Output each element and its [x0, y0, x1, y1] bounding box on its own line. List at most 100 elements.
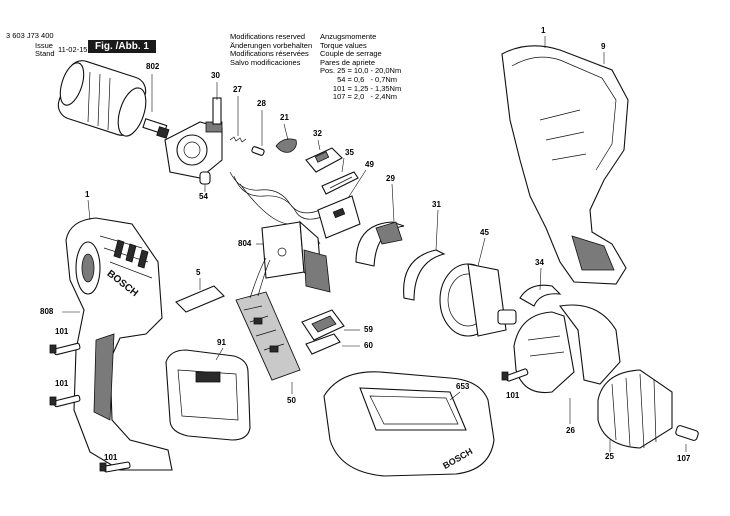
clutch-34	[519, 284, 562, 307]
callout-107: 107	[677, 454, 691, 463]
callout-101-a: 101	[55, 327, 69, 336]
callout-34: 34	[535, 258, 544, 267]
callout-35: 35	[345, 148, 354, 157]
brush-plate-30	[164, 97, 223, 179]
screw-107	[675, 425, 699, 441]
callout-60: 60	[364, 341, 373, 350]
modifications-line: Modifications reserved	[230, 32, 306, 41]
modifications-line: Modifications réservées	[230, 49, 309, 59]
torque-min: 10,0	[353, 66, 369, 76]
callout-31: 31	[432, 200, 441, 209]
callout-653: 653	[456, 382, 470, 391]
housing-left-1	[65, 217, 173, 471]
callout-54: 54	[199, 192, 208, 201]
torque-max: 2,4Nm	[374, 92, 398, 102]
callout-59: 59	[364, 325, 373, 334]
screw-101	[49, 342, 81, 356]
switch-block-804	[261, 220, 331, 293]
callout-91: 91	[217, 338, 226, 347]
torque-row: 101 = 1,25 - 1,35Nm	[320, 83, 403, 94]
callout-28: 28	[257, 99, 266, 108]
battery-91	[165, 349, 251, 441]
torque-max: 20,0Nm	[374, 66, 402, 76]
callout-804: 804	[238, 239, 252, 248]
housing-right-9	[501, 45, 629, 285]
callout-101-c: 101	[104, 453, 118, 462]
torque-pos: 107	[332, 92, 346, 102]
modifications-line: Änderungen vorbehalten	[230, 40, 313, 50]
torque-min: 2,0	[353, 92, 365, 102]
torque-row: Pos. 25 = 10,0 - 20,0Nm	[320, 67, 403, 76]
callout-1-left: 1	[85, 190, 90, 199]
callout-21: 21	[280, 113, 289, 122]
callout-27: 27	[233, 85, 242, 94]
callout-45: 45	[480, 228, 489, 237]
torque-max: 0,7Nm	[374, 74, 398, 84]
callout-49: 49	[365, 160, 374, 169]
torque-min: 0,6	[353, 74, 365, 84]
holder-59	[301, 309, 345, 341]
torque-table: Pos. 25 = 10,0 - 20,0Nm 54 = 0,6 - 0,7Nm…	[320, 67, 403, 101]
torque-min: 1,25	[353, 83, 369, 93]
modifications-line: Salvo modificaciones	[230, 57, 301, 67]
issue-label: Issue	[35, 41, 53, 50]
torque-dash: -	[370, 74, 373, 84]
callout-32: 32	[313, 129, 322, 138]
torque-row: 107 = 2,0 - 2,4Nm	[320, 93, 403, 102]
pin-28	[251, 146, 265, 156]
charger-653	[323, 371, 495, 477]
callout-808: 808	[40, 307, 54, 316]
torque-title: Anzugsmomente	[320, 32, 377, 41]
torque-title: Pares de apriete	[320, 57, 376, 67]
callout-25: 25	[605, 452, 614, 461]
spring-27	[229, 136, 247, 143]
ring-31	[403, 249, 446, 301]
ring-29	[355, 221, 405, 267]
callout-5: 5	[196, 268, 201, 277]
callout-101-b: 101	[55, 379, 69, 388]
callout-1-top: 1	[541, 26, 546, 35]
issue-date: 11-02-15	[58, 45, 88, 54]
callout-802: 802	[146, 62, 160, 71]
torque-title: Torque values	[320, 40, 367, 50]
callout-29: 29	[386, 174, 395, 183]
motor-802	[57, 60, 170, 139]
screw-54	[199, 171, 211, 185]
torque-dash: -	[370, 66, 373, 76]
switch-32	[305, 147, 343, 173]
torque-eq: =	[347, 74, 352, 84]
callout-30: 30	[211, 71, 220, 80]
part-number: 3 603 J73 400	[6, 31, 54, 40]
stand-label: Stand	[35, 49, 55, 58]
screw-101	[49, 394, 81, 408]
pcb-49	[317, 195, 361, 239]
torque-eq: =	[347, 83, 352, 93]
leader-lines	[62, 36, 687, 452]
contact-60	[305, 333, 341, 355]
torque-pos: Pos. 25	[320, 66, 346, 76]
torque-notice: Anzugsmomente Torque values Couple de se…	[320, 32, 403, 102]
cover-5	[175, 285, 225, 313]
modifications-notice: Modifications reserved Änderungen vorbeh…	[230, 32, 313, 67]
torque-dash: -	[370, 83, 373, 93]
torque-eq: =	[347, 66, 352, 76]
torque-eq: =	[347, 92, 352, 102]
figure-label: Fig. /Abb. 1	[88, 40, 156, 53]
pcb-50	[235, 257, 301, 381]
clip-21	[275, 138, 297, 153]
callout-9: 9	[601, 42, 606, 51]
torque-dash: -	[370, 92, 373, 102]
torque-title: Couple de serrage	[320, 49, 382, 59]
callout-101-d: 101	[506, 391, 520, 400]
screw-101	[99, 461, 131, 473]
torque-pos: 54	[337, 74, 346, 84]
callout-50: 50	[287, 396, 296, 405]
collar-26	[513, 304, 621, 394]
torque-row: 54 = 0,6 - 0,7Nm	[320, 74, 403, 85]
torque-max: 1,35Nm	[374, 83, 402, 93]
gearbox-45	[439, 263, 517, 337]
screw-101	[501, 368, 529, 382]
callout-26: 26	[566, 426, 575, 435]
chuck-25	[597, 369, 673, 449]
